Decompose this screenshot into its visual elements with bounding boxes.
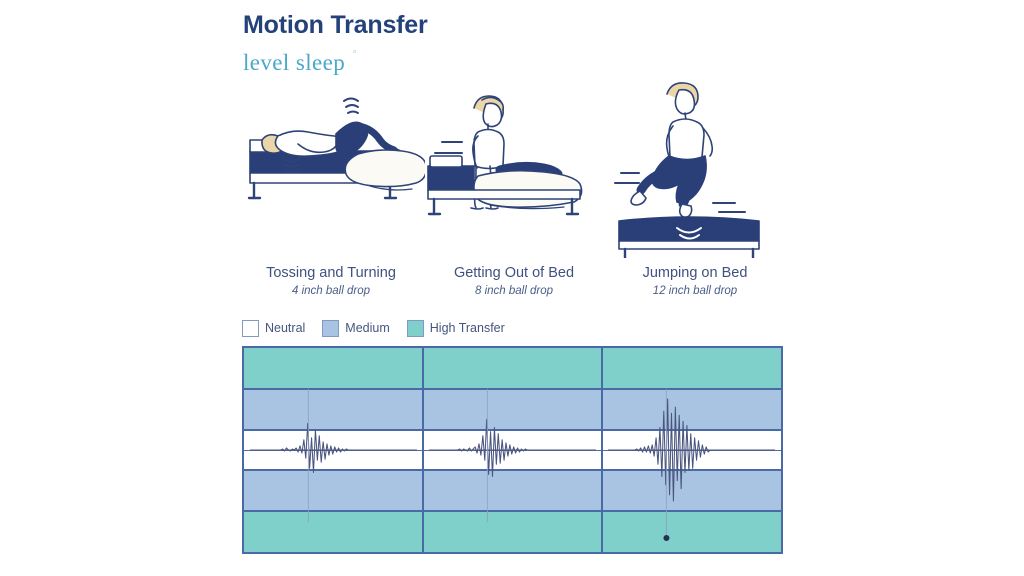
chart-band-medium <box>244 470 781 512</box>
motion-transfer-chart <box>242 346 783 554</box>
brand-name: level sleep <box>243 49 346 75</box>
chart-band-medium <box>244 388 781 430</box>
legend-swatch-neutral <box>242 319 259 337</box>
trace-jumping-on-bed <box>634 398 711 502</box>
chart-band-separator <box>244 387 781 390</box>
legend-item-neutral: Neutral <box>242 319 306 337</box>
illustration-getting-out-of-bed <box>420 78 605 258</box>
caption-getting-out-of-bed: Getting Out of Bed 8 inch ball drop <box>423 264 605 297</box>
illustration-tossing-and-turning <box>240 78 425 258</box>
seismograph-traces <box>250 388 775 541</box>
trace-endpoint-marker <box>663 535 670 541</box>
caption-subtitle: 8 inch ball drop <box>475 285 553 298</box>
person-lying-in-bed-with-motion-waves-icon <box>247 97 425 200</box>
chart-band-separator <box>244 428 781 431</box>
caption-title: Jumping on Bed <box>642 265 748 281</box>
caption-subtitle: 4 inch ball drop <box>292 285 370 298</box>
legend-item-high-transfer: High Transfer <box>406 319 505 337</box>
chart-band-separator <box>244 510 781 513</box>
chart-legend: Neutral Medium High Transfer <box>242 318 514 338</box>
caption-jumping-on-bed: Jumping on Bed 12 inch ball drop <box>604 264 786 297</box>
caption-tossing-and-turning: Tossing and Turning 4 inch ball drop <box>240 264 422 297</box>
chart-band-high-transfer <box>244 348 781 389</box>
person-jumping-above-bed-with-motion-waves-icon <box>614 82 760 258</box>
caption-subtitle: 12 inch ball drop <box>652 285 738 298</box>
trace-tossing-and-turning <box>276 422 353 473</box>
legend-label: High Transfer <box>429 321 505 335</box>
caption-title: Tossing and Turning <box>266 265 396 281</box>
caption-title: Getting Out of Bed <box>453 265 575 281</box>
chart-panel-divider-2 <box>601 348 603 552</box>
trace-getting-out-of-bed <box>455 418 532 478</box>
chart-band-high-transfer <box>244 511 781 552</box>
page-title: Motion Transfer <box>243 11 428 39</box>
legend-label: Medium <box>345 321 390 335</box>
legend-swatch-high-transfer <box>406 319 424 337</box>
illustration-row <box>240 78 785 258</box>
page-header: Motion Transfer level sleep ˚ <box>243 11 803 75</box>
illustration-jumping-on-bed <box>603 78 788 258</box>
legend-item-medium: Medium <box>322 319 390 337</box>
brand-logo: level sleep ˚ <box>243 49 357 75</box>
brand-trademark-mark: ˚ <box>352 48 358 65</box>
chart-band-separator <box>244 469 781 472</box>
person-standing-at-bedside-with-motion-lines-icon <box>427 95 583 216</box>
chart-panel-divider-1 <box>422 348 424 552</box>
caption-row: Tossing and Turning 4 inch ball drop Get… <box>240 264 788 304</box>
legend-swatch-medium <box>322 319 340 337</box>
legend-label: Neutral <box>265 321 306 335</box>
